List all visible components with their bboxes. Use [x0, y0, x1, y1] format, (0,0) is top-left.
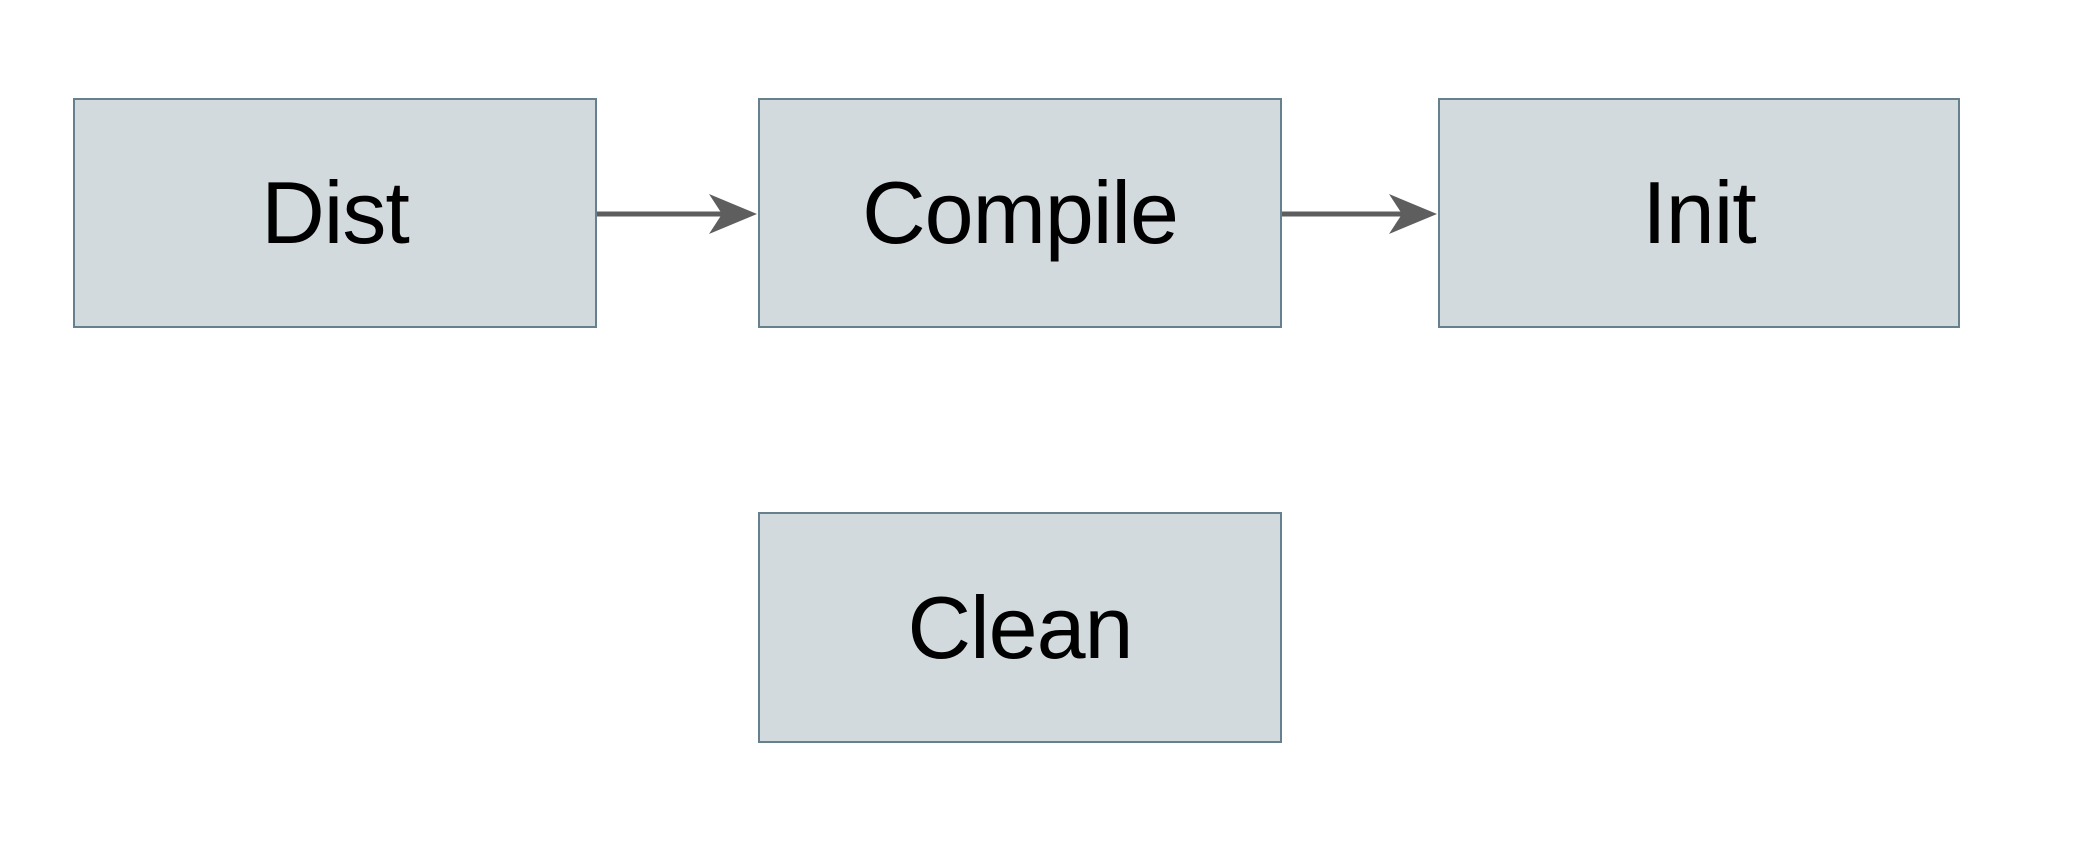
- node-init-label: Init: [1642, 163, 1756, 262]
- node-init[interactable]: Init: [1438, 98, 1960, 328]
- node-clean[interactable]: Clean: [758, 512, 1282, 743]
- arrowhead-icon: [709, 194, 757, 234]
- arrowhead-icon: [1389, 194, 1437, 234]
- node-compile-label: Compile: [862, 163, 1179, 262]
- node-dist[interactable]: Dist: [73, 98, 597, 328]
- arrow-compile-to-init[interactable]: [1282, 194, 1437, 234]
- node-dist-label: Dist: [261, 163, 410, 262]
- node-clean-label: Clean: [907, 577, 1134, 677]
- node-compile[interactable]: Compile: [758, 98, 1282, 328]
- arrow-dist-to-compile[interactable]: [597, 194, 757, 234]
